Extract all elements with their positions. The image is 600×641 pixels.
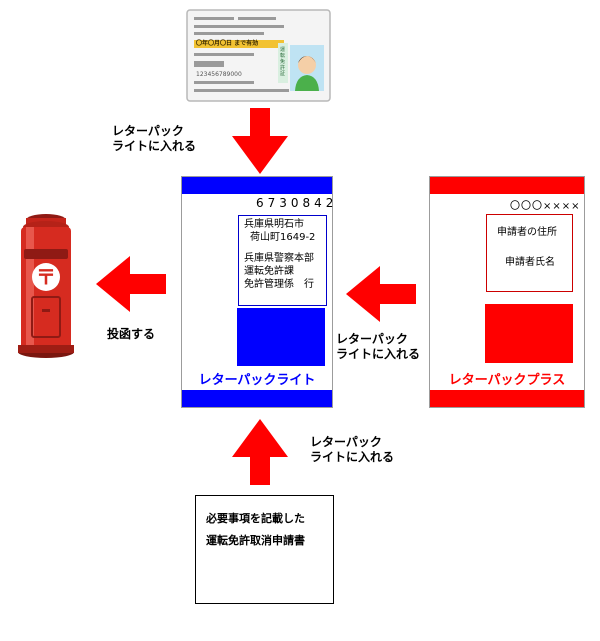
arrow-left-left — [94, 254, 166, 314]
license-number-text: 123456789000 — [196, 71, 242, 78]
light-bottom-band — [182, 390, 332, 407]
sender-mark: 〇〇〇×××× — [510, 201, 581, 212]
license-side-text: 運転免許証 — [280, 47, 286, 77]
bottom-arrow-label: レターパック ライトに入れる — [310, 435, 395, 464]
letterpack-light-envelope: 6730842 兵庫県明石市 荷山町1649-2 兵庫県警察本部 運転免許課 免… — [181, 176, 333, 408]
recipient-line: 兵庫県警察本部 — [244, 253, 314, 264]
recipient-line: 運転免許課 — [244, 266, 294, 277]
recipient-line: 免許管理係 行 — [244, 279, 314, 290]
plus-stamp-area — [485, 304, 573, 363]
application-document: 必要事項を記載した 運転免許取消申請書 — [195, 495, 334, 604]
plus-bottom-band — [430, 390, 584, 407]
letterpack-light-label: レターパックライト — [198, 373, 316, 388]
drivers-license-card: 〇年〇月〇日 まで有効 123456789000 運転免許証 — [186, 9, 331, 102]
license-expiry-text: 〇年〇月〇日 まで有効 — [196, 40, 259, 47]
applicant-name: 申請者氏名 — [505, 257, 555, 268]
arrow-left-right — [344, 264, 416, 324]
letterpack-plus-envelope: 〇〇〇×××× 申請者の住所 申請者氏名 レターパックプラス — [429, 176, 585, 408]
arrow-down-top — [230, 108, 290, 176]
right-arrow-label: レターパック ライトに入れる — [336, 332, 421, 361]
arrow-up-bottom — [230, 417, 290, 485]
address-line: 兵庫県明石市 — [244, 219, 304, 230]
applicant-box: 申請者の住所 申請者氏名 — [486, 214, 573, 292]
light-top-band — [182, 177, 332, 194]
light-stamp-area — [237, 308, 325, 366]
document-line: 必要事項を記載した — [206, 512, 305, 525]
address-box: 兵庫県明石市 荷山町1649-2 兵庫県警察本部 運転免許課 免許管理係 行 — [238, 215, 327, 306]
plus-top-band — [430, 177, 584, 194]
postal-mark: 〒 — [36, 265, 56, 289]
postbox-illustration: 〒 — [12, 209, 80, 361]
top-arrow-label: レターパック ライトに入れる — [112, 124, 197, 153]
postal-code: 6730842 — [256, 196, 338, 210]
letterpack-plus-label: レターパックプラス — [448, 373, 566, 388]
applicant-address: 申請者の住所 — [497, 227, 557, 238]
address-line: 荷山町1649-2 — [250, 232, 316, 243]
document-line: 運転免許取消申請書 — [206, 534, 305, 547]
left-arrow-label: 投函する — [107, 327, 156, 341]
